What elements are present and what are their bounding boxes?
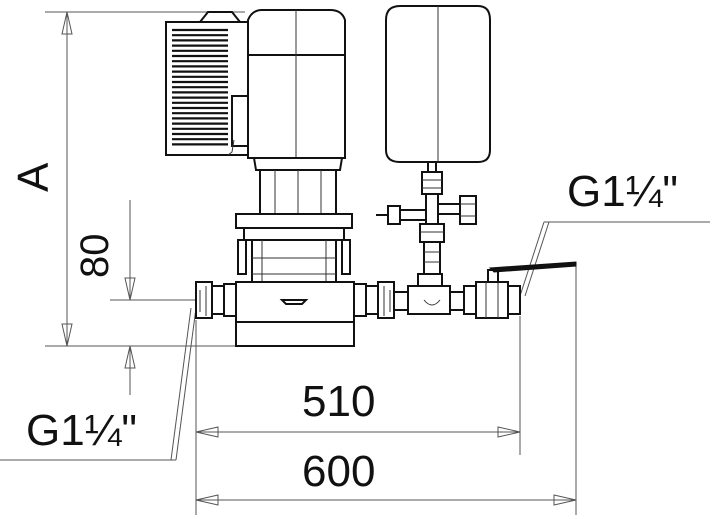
outlet-union	[353, 281, 395, 319]
dim-80-line	[124, 200, 136, 395]
dim-80-label: 80	[73, 234, 117, 279]
dim-a-line	[61, 11, 73, 347]
ball-valve	[463, 261, 577, 319]
tank-fittings	[376, 157, 477, 275]
motor-housing	[247, 9, 346, 171]
dim-600-label: 600	[302, 447, 375, 496]
motor-stool	[259, 169, 337, 215]
pump-assembly	[165, 5, 577, 347]
dim-a-label: A	[9, 162, 58, 192]
outlet-thread-leader	[519, 221, 710, 297]
inlet-thread-leader	[0, 307, 197, 461]
pump-base	[235, 281, 355, 347]
dim-510-label: 510	[302, 377, 375, 426]
control-box-ribs	[172, 28, 228, 146]
inlet-union	[195, 281, 237, 319]
pressure-tank	[385, 5, 491, 163]
dimension-lines	[0, 11, 710, 515]
inlet-thread-label: G1¼"	[26, 406, 137, 455]
dim-600-line	[195, 494, 577, 506]
manifold-tee	[393, 273, 465, 315]
dim-510-line	[195, 426, 521, 438]
outlet-thread-label: G1¼"	[567, 167, 678, 216]
